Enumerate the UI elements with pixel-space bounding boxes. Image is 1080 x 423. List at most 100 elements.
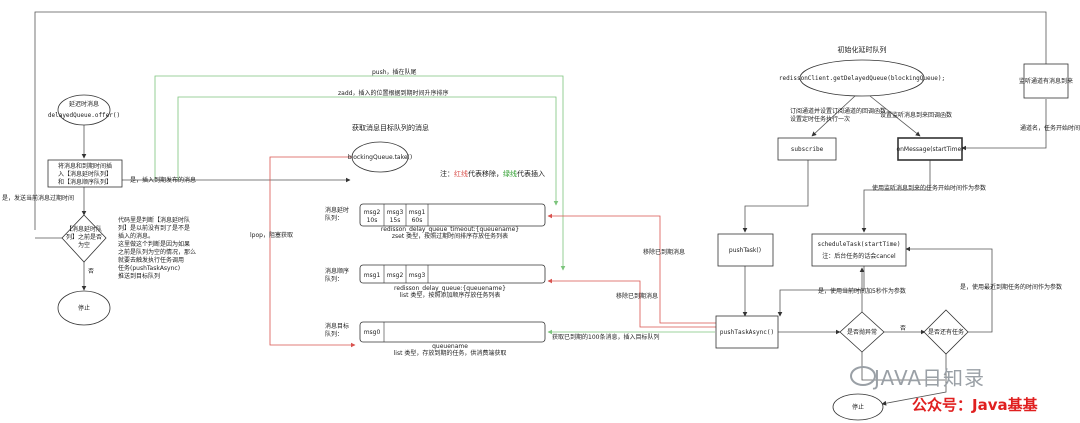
start-node xyxy=(57,94,111,126)
pushtask-async-node xyxy=(715,315,779,349)
svg-text:代码里是判断【消息延时队: 代码里是判断【消息延时队 xyxy=(118,216,190,224)
svg-text:队列：: 队列： xyxy=(325,275,343,283)
label-remove-expired-2: 移除已到期消息 xyxy=(616,292,658,300)
init-to-subscribe xyxy=(811,95,856,137)
decision-left-line3: 为空 xyxy=(78,241,90,249)
offer-box-line3: 和【消息顺序队列】 xyxy=(58,178,112,186)
stop-left-label: 停止 xyxy=(78,304,90,312)
start-node-title: 延迟时消息 xyxy=(69,100,99,108)
start-node-code: delayedQueue.offer() xyxy=(48,112,120,119)
onmessage-to-schedule xyxy=(861,160,931,233)
svg-text:队列：: 队列： xyxy=(325,330,343,338)
order-queue-name: redisson_delay_queue:{queuename} xyxy=(394,285,506,292)
pushtask-node xyxy=(717,233,774,267)
label-no-right: 否 xyxy=(900,325,906,332)
target-queue-box xyxy=(359,321,546,343)
label-lpop: lpop，阻塞获取 xyxy=(250,231,293,239)
svg-text:推送到目标队列: 推送到目标队列 xyxy=(118,272,160,280)
label-yes-send-expired: 是，发送当前消息过期时间 xyxy=(2,194,74,202)
svg-text:消息延时: 消息延时 xyxy=(325,206,349,214)
svg-text:消息顺序: 消息顺序 xyxy=(325,267,349,275)
label-use-current: 是，使用当前时间加5秒作为参数 xyxy=(818,287,906,295)
listen-channel-label: 监听通道有消息到来 xyxy=(1019,77,1073,85)
label-zadd: zadd，插入的位置根据到期时间升序排序 xyxy=(338,89,448,97)
decision-left xyxy=(61,214,107,263)
svg-text:之前是队列为空的情况，那么: 之前是队列为空的情况，那么 xyxy=(118,248,196,256)
order-cell-2: msg2 xyxy=(387,272,404,279)
decision-left-line1: 【消息延时队 xyxy=(66,225,102,233)
delay-cell-2-time: 15s xyxy=(390,217,401,224)
offer-box xyxy=(47,159,123,188)
decision-more xyxy=(923,309,969,355)
init-node xyxy=(799,59,925,97)
order-cell-1: msg1 xyxy=(364,272,381,279)
delay-queue-desc: zset 类型，按照过期时间排序存放任务列表 xyxy=(392,232,508,240)
green-lines xyxy=(154,75,715,335)
onmessage-label: onMessage(startTime) xyxy=(896,146,963,153)
outer-loop-line xyxy=(34,11,1049,230)
red-lines xyxy=(269,156,716,348)
delay-cell-1-time: 10s xyxy=(367,217,378,224)
more-to-stop xyxy=(881,354,947,406)
blocking-node xyxy=(351,141,409,173)
svg-text:就要去触发执行任务调用: 就要去触发执行任务调用 xyxy=(118,256,184,264)
watermark: JAVA日知录 xyxy=(874,366,986,390)
stop-right-node xyxy=(832,393,884,421)
svg-text:消息目标: 消息目标 xyxy=(325,322,349,330)
label-remove-expired-1: 移除已到期消息 xyxy=(643,248,685,256)
connectors xyxy=(34,11,1049,406)
target-queue-name: queuename xyxy=(432,343,468,350)
offer-box-line1: 将消息和到期时间插 xyxy=(58,162,112,170)
label-use-latest: 是，使用最近到期任务的时间作为参数 xyxy=(960,283,1062,291)
listen-to-onmessage xyxy=(961,99,1047,151)
legend: 注：红线代表移除，绿线代表插入 xyxy=(440,169,545,178)
more-yes-loop xyxy=(905,246,993,333)
decision-exception xyxy=(839,311,885,353)
decision-left-line2: 列】之前是否 xyxy=(66,233,102,241)
label-no-left: 否 xyxy=(88,268,94,275)
schedule-line2: 注：后台任务的话会cancel xyxy=(822,252,896,260)
init-code: redissonClient.getDelayedQueue(blockingQ… xyxy=(779,75,945,82)
label-subscribe-note2: 设置定时任务执行一次 xyxy=(790,115,850,123)
delay-cell-3-time: 60s xyxy=(412,217,423,224)
subscribe-label: subscribe xyxy=(791,146,824,153)
delay-queue: 消息延时 队列： msg2 10s msg3 15s msg1 60s redi… xyxy=(325,203,546,240)
order-queue-desc: list 类型，按照添加顺序存放任务列表 xyxy=(400,291,501,299)
pushtask-label: pushTask() xyxy=(729,247,761,254)
order-queue: 消息顺序 队列： msg1 msg2 msg3 redisson_delay_q… xyxy=(325,264,546,299)
label-yes-insert-delay: 是，插入到期发布的消息 xyxy=(130,176,196,184)
stop-right-label: 停止 xyxy=(852,403,864,411)
red-lpop-line xyxy=(269,156,356,348)
svg-text:任务(pushTaskAsync): 任务(pushTaskAsync) xyxy=(118,264,180,272)
schedule-node xyxy=(811,233,907,267)
label-use-listener: 使用监听消息到来的任务开始时间作为参数 xyxy=(872,184,986,192)
label-set-listener: 设置监听消息到来回调函数 xyxy=(880,111,952,119)
svg-text:列】是以前没有到了是不是: 列】是以前没有到了是不是 xyxy=(118,224,190,232)
svg-text:这里做这个判断是因为如果: 这里做这个判断是因为如果 xyxy=(118,240,190,248)
offer-box-line2: 入【消息延时队列】 xyxy=(58,170,112,178)
label-channel-ready: 通道名，任务开始时间 xyxy=(1020,124,1080,132)
explain-note: 代码里是判断【消息延时队 列】是以前没有到了是不是 插入的消息。 这里做这个判断… xyxy=(118,216,196,280)
target-queue: 消息目标 队列： msg0 queuename list 类型，存放到期的任务，… xyxy=(325,321,546,357)
init-title: 初始化延时队列 xyxy=(838,45,887,54)
label-push: push，插在队尾 xyxy=(372,68,417,76)
svg-text:队列：: 队列： xyxy=(325,214,343,222)
target-cell-1: msg0 xyxy=(364,329,381,336)
wechat-icon xyxy=(850,366,876,386)
listen-channel-box xyxy=(1023,63,1069,99)
subscribe-node xyxy=(777,137,837,161)
red-remove-order xyxy=(547,278,716,328)
delay-queue-name: redisson_delay_queue_timeout:{queuename} xyxy=(381,226,519,233)
pushtask-async-label: pushTaskAsync() xyxy=(720,329,774,336)
schedule-line1: scheduleTask(startTime) xyxy=(817,241,900,248)
onmessage-node xyxy=(897,137,963,161)
label-subscribe-note: 订阅通道并设置订阅通道的回调函数 xyxy=(790,107,886,115)
order-cell-3: msg3 xyxy=(409,272,426,279)
blocking-node-label: blockingQueue.take() xyxy=(348,154,412,161)
stop-left-node xyxy=(57,290,111,326)
delay-cell-1-name: msg2 xyxy=(364,209,381,216)
delay-cell-2-name: msg3 xyxy=(387,209,404,216)
green-push-line xyxy=(154,75,566,271)
label-get-expired: 获取已到期的100条消息，插入目标队列 xyxy=(552,333,659,341)
